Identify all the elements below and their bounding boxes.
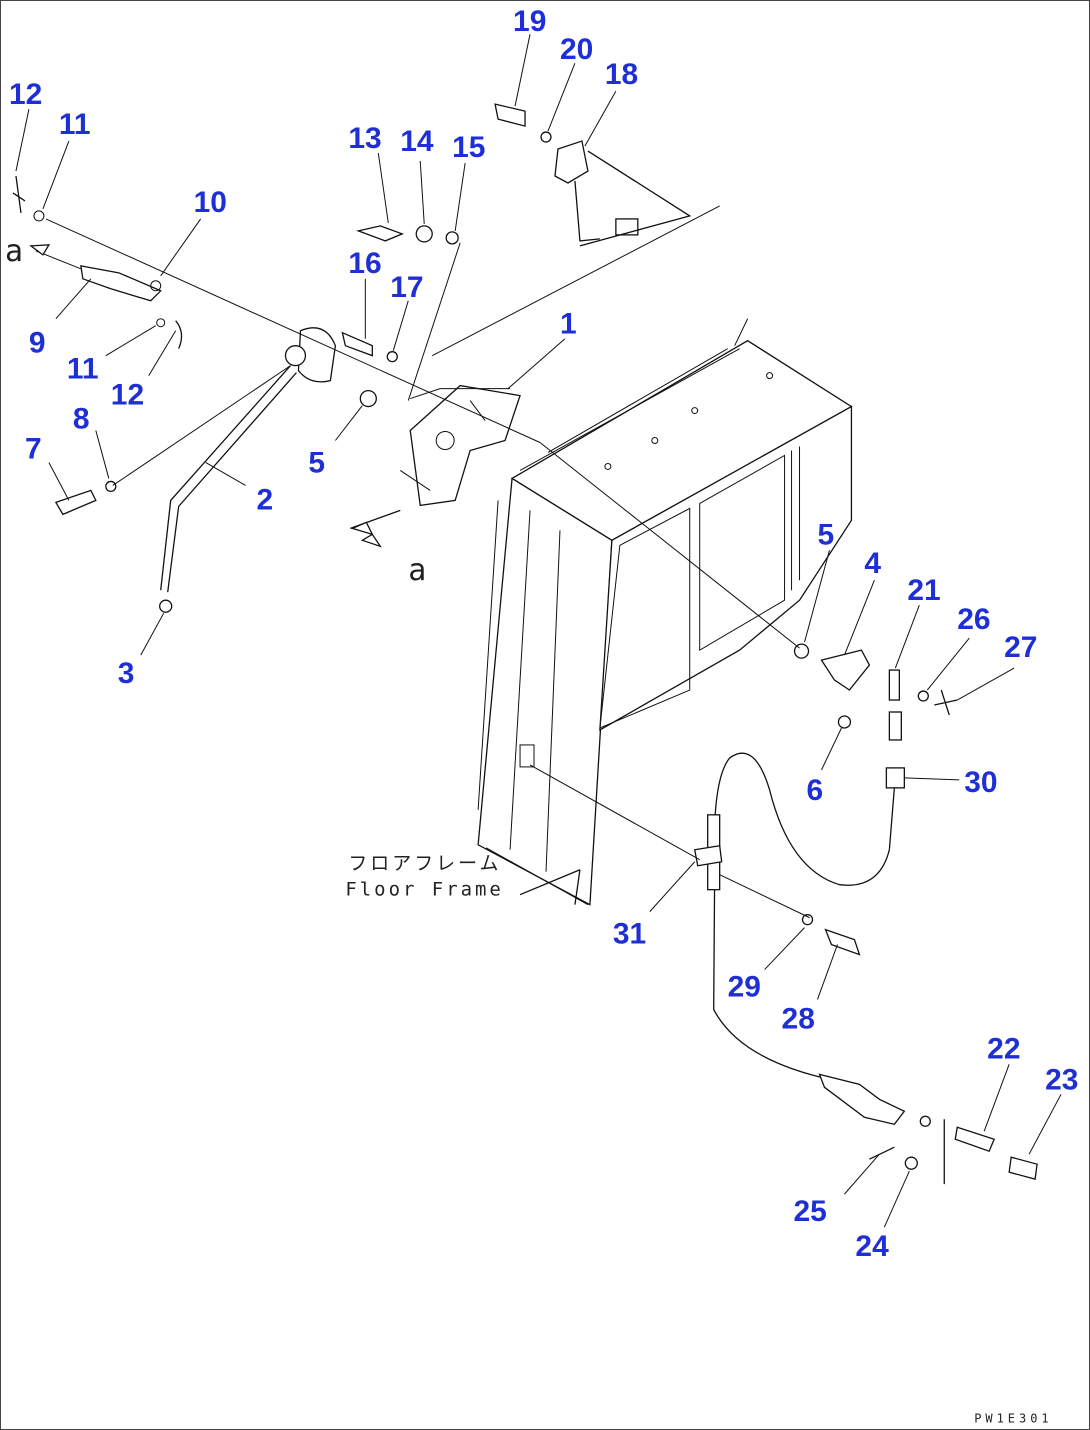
callout-25: 25: [794, 1195, 827, 1228]
lever-assembly: [12, 175, 337, 613]
view-mark-a-mid: a: [408, 553, 426, 588]
callout-3: 3: [118, 657, 135, 690]
floor-frame-label-en: Floor Frame: [345, 879, 503, 901]
callout-28: 28: [782, 1002, 815, 1035]
callout-8: 8: [73, 403, 90, 436]
callout-23: 23: [1045, 1063, 1078, 1096]
callout-10: 10: [194, 186, 227, 219]
callout-1: 1: [560, 308, 577, 341]
callout-4: 4: [864, 547, 881, 580]
callout-9: 9: [29, 327, 46, 360]
callout-6: 6: [807, 774, 824, 807]
callout-5-left: 5: [308, 446, 325, 479]
callout-15: 15: [452, 131, 485, 164]
callout-16: 16: [348, 247, 381, 280]
callout-5-right: 5: [817, 518, 834, 551]
callout-27: 27: [1004, 631, 1037, 664]
callout-20: 20: [560, 33, 593, 66]
callout-26: 26: [957, 603, 990, 636]
callout-13: 13: [348, 122, 381, 155]
limit-switch: [494, 103, 692, 247]
callout-11-top: 11: [59, 108, 91, 141]
bracket-plate: [399, 384, 521, 507]
callout-24: 24: [855, 1230, 889, 1263]
callout-14: 14: [400, 125, 434, 158]
drawing-code: PW1E301: [974, 1412, 1052, 1426]
callout-labels: 12 11 10 9 11 12 8 7 2 3 5 13 14 15 16 1…: [9, 5, 1078, 1263]
cable-end: [693, 814, 1038, 1185]
callout-29: 29: [728, 970, 761, 1003]
callout-31: 31: [613, 918, 646, 951]
callout-18: 18: [605, 58, 638, 91]
callout-21: 21: [907, 574, 940, 607]
upper-bolts: [341, 225, 459, 536]
callout-17: 17: [390, 271, 423, 304]
callout-19: 19: [513, 5, 546, 38]
right-linkage: [713, 643, 958, 1080]
callout-30: 30: [964, 766, 997, 799]
callout-12-bottom: 12: [111, 379, 144, 412]
callout-leaders: [15, 34, 1062, 1228]
callout-11-bottom: 11: [67, 353, 99, 386]
callout-2: 2: [257, 483, 274, 516]
view-mark-a-top: a: [5, 234, 23, 269]
callout-7: 7: [25, 432, 42, 465]
callout-12-top: 12: [9, 78, 42, 111]
floor-frame: [477, 318, 853, 906]
floor-frame-label-jp: フロアフレーム: [348, 853, 501, 875]
callout-22: 22: [987, 1032, 1020, 1065]
assembly-axes: [29, 205, 810, 919]
